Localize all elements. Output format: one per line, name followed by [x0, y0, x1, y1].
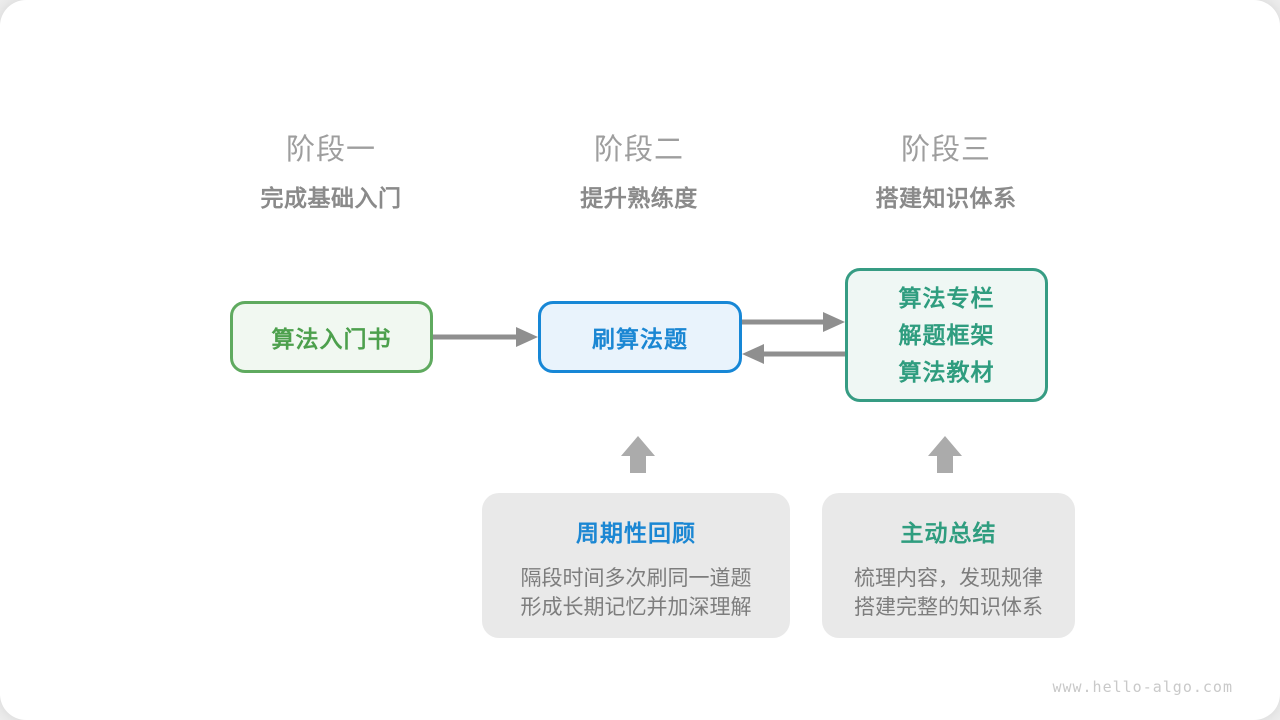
callout-periodic-review-body: 隔段时间多次刷同一道题 形成长期记忆并加深理解	[482, 564, 790, 622]
node-intro-book: 算法入门书	[230, 301, 433, 373]
callout-active-summary-line-1: 梳理内容，发现规律	[854, 567, 1043, 590]
phase-1-header: 阶段一	[171, 126, 491, 168]
phase-2-header: 阶段二	[479, 126, 799, 168]
arrow-resources-to-practice-icon	[742, 344, 845, 364]
callout-active-summary-body: 梳理内容，发现规律 搭建完整的知识体系	[822, 564, 1075, 622]
block-up-arrow-summary-icon	[928, 436, 962, 473]
node-resources-line-2: 解题框架	[898, 321, 995, 348]
node-practice-problems-label: 刷算法题	[592, 326, 688, 352]
phase-1-subtitle: 完成基础入门	[260, 185, 402, 211]
phase-2-subtitle: 提升熟练度	[580, 185, 698, 211]
phase-2-title: 阶段二	[593, 134, 684, 166]
arrow-practice-to-resources-icon	[742, 312, 845, 332]
phase-3-subtitle: 搭建知识体系	[875, 185, 1017, 211]
callout-periodic-review: 周期性回顾 隔段时间多次刷同一道题 形成长期记忆并加深理解	[482, 493, 790, 638]
node-resources-line-3: 算法教材	[898, 358, 995, 385]
arrow-intro-to-practice-icon	[433, 327, 538, 347]
phase-1-title: 阶段一	[285, 134, 376, 166]
callout-periodic-review-line-1: 隔段时间多次刷同一道题	[520, 567, 752, 590]
callout-periodic-review-title: 周期性回顾	[576, 520, 696, 546]
node-practice-problems: 刷算法题	[538, 301, 742, 373]
node-resources-line-1: 算法专栏	[898, 284, 995, 311]
callout-active-summary: 主动总结 梳理内容，发现规律 搭建完整的知识体系	[822, 493, 1075, 638]
node-knowledge-resources: 算法专栏 解题框架 算法教材	[845, 268, 1048, 402]
callout-periodic-review-line-2: 形成长期记忆并加深理解	[520, 596, 752, 619]
phase-3-header: 阶段三	[786, 126, 1106, 168]
watermark-url: www.hello-algo.com	[1052, 678, 1233, 696]
callout-active-summary-line-2: 搭建完整的知识体系	[854, 596, 1043, 619]
node-intro-book-label: 算法入门书	[271, 326, 392, 352]
block-up-arrow-review-icon	[621, 436, 655, 473]
phase-3-title: 阶段三	[900, 134, 991, 166]
callout-active-summary-title: 主动总结	[900, 520, 997, 546]
